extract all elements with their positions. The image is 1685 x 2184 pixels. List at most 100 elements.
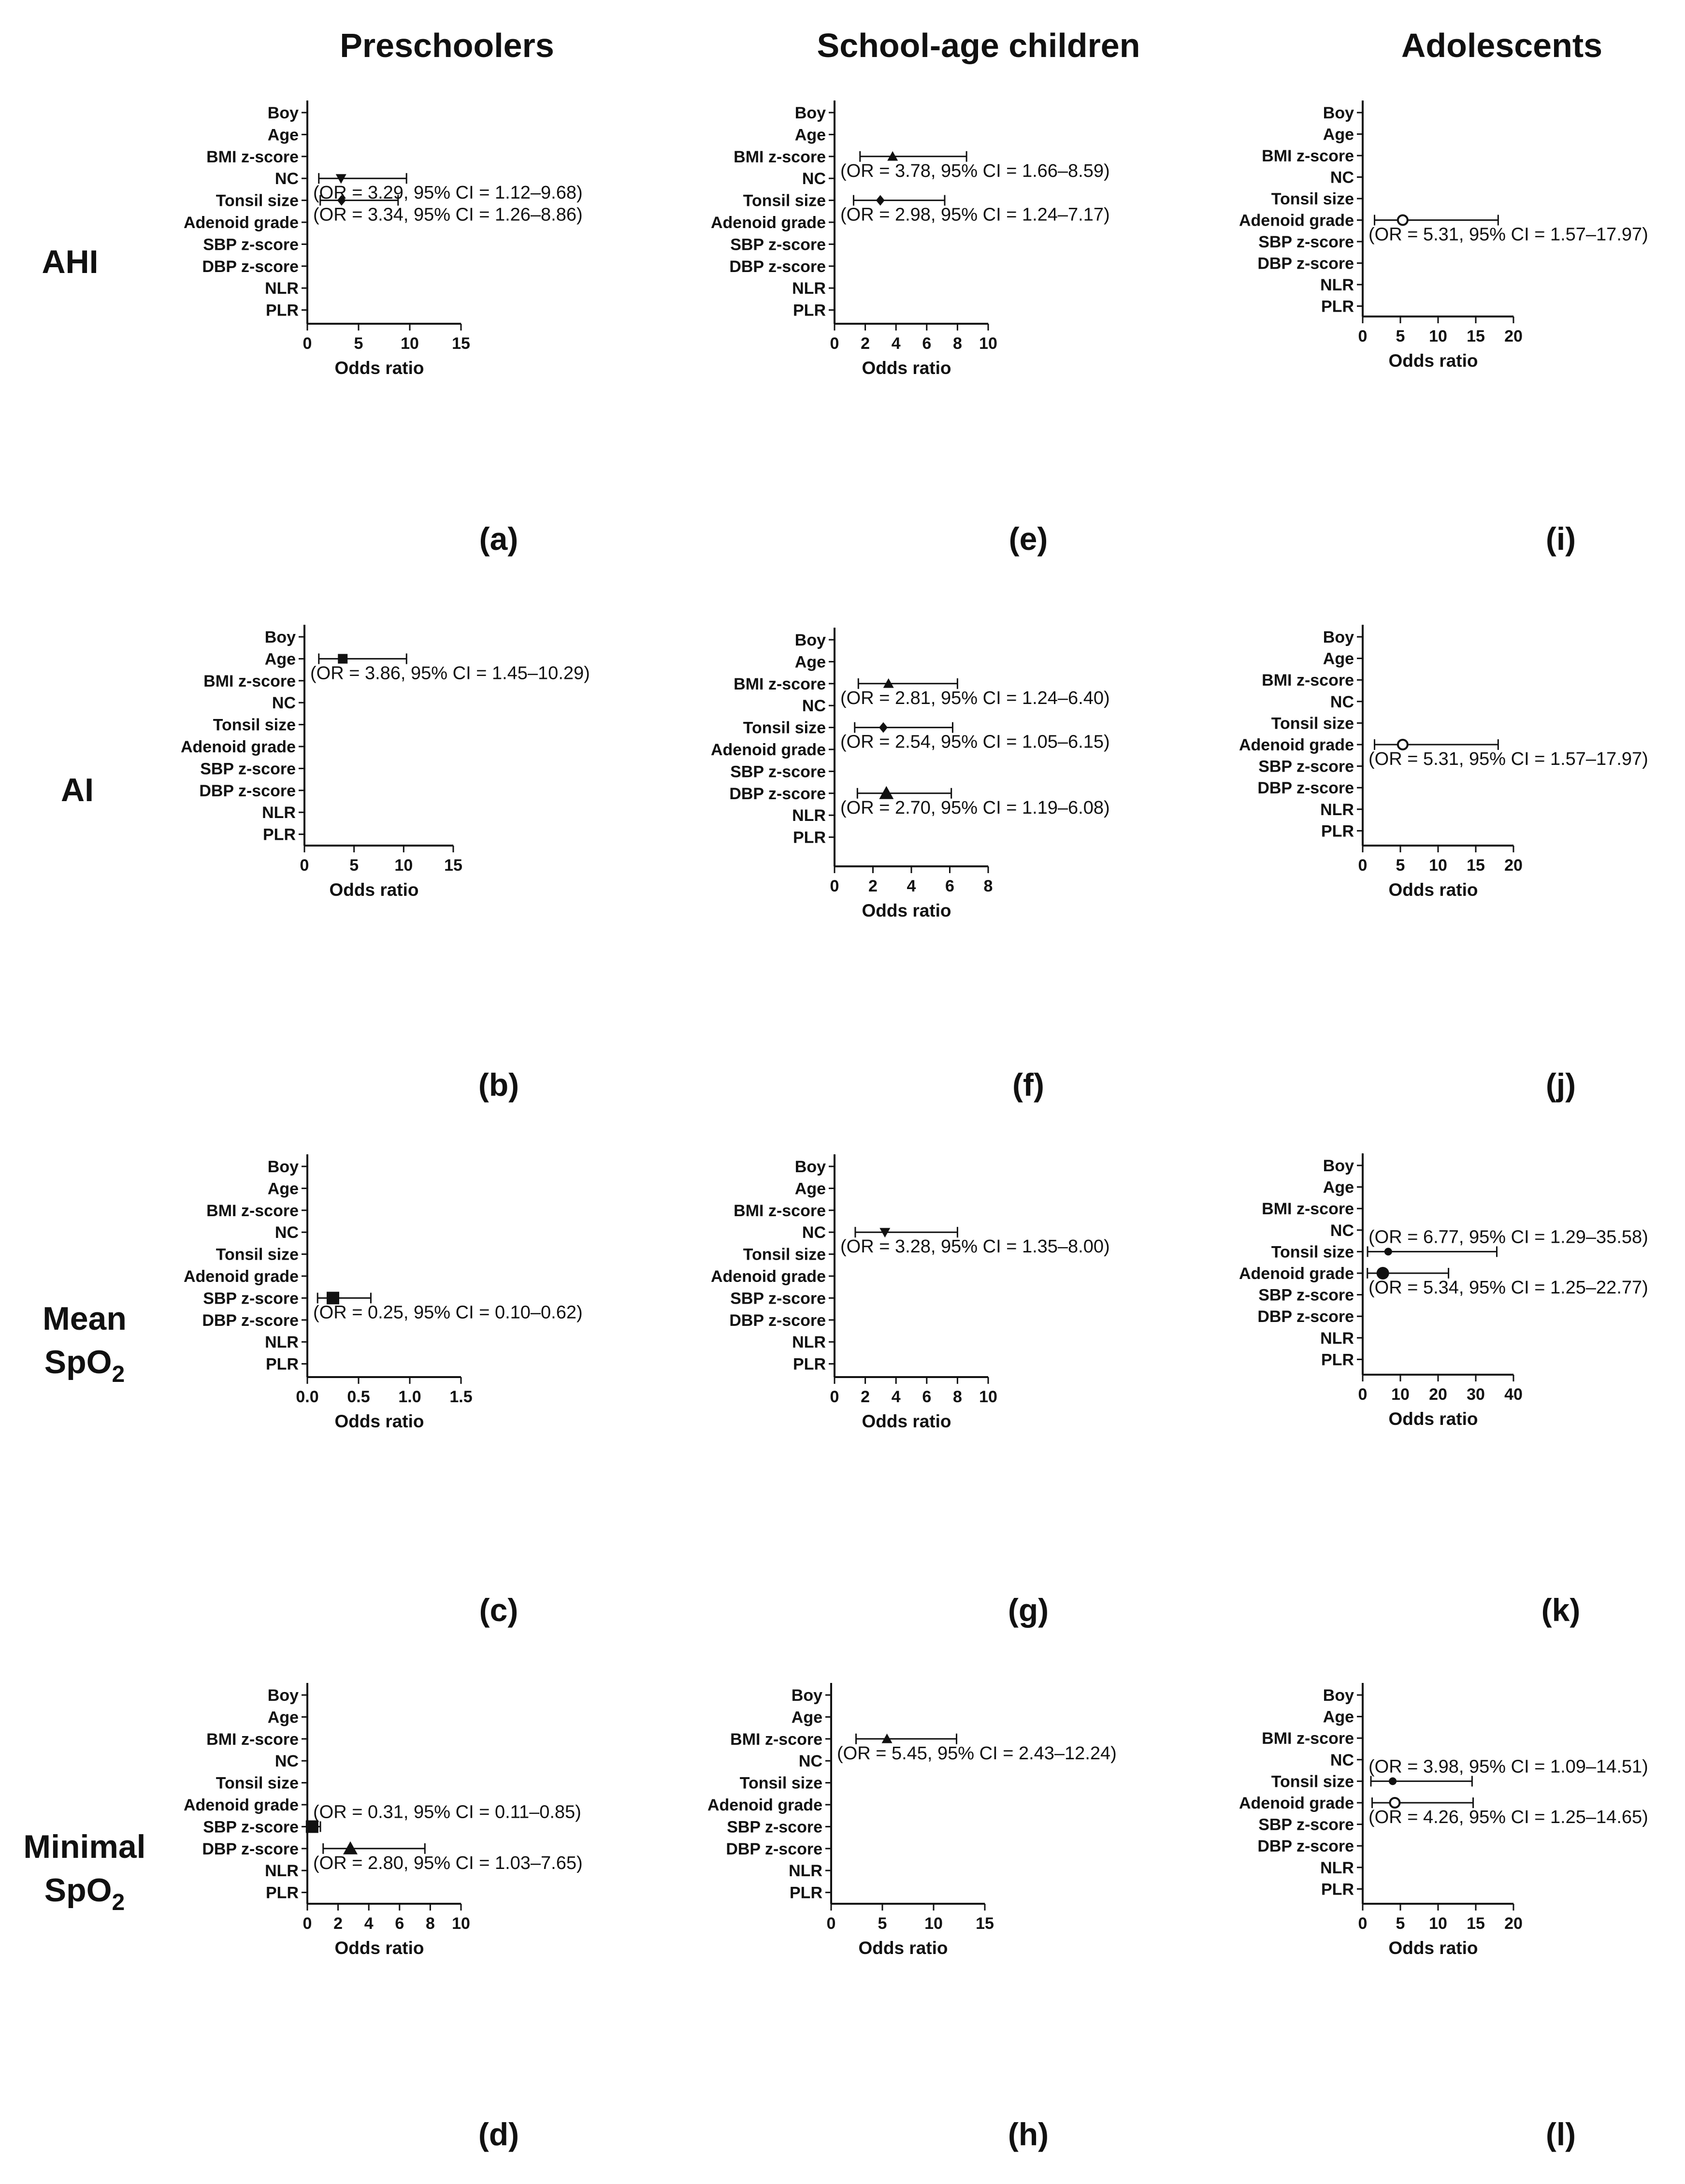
category-label: Tonsil size bbox=[213, 716, 296, 734]
x-tick-label: 0 bbox=[1358, 327, 1368, 345]
category-label: Age bbox=[795, 653, 826, 671]
or-annotation: (OR = 3.98, 95% CI = 1.09–14.51) bbox=[1368, 1756, 1648, 1777]
x-tick-label: 0 bbox=[300, 856, 309, 875]
category-label: DBP z-score bbox=[202, 1311, 299, 1330]
category-label: Adenoid grade bbox=[181, 738, 296, 756]
x-axis-title: Odds ratio bbox=[1388, 880, 1478, 900]
column-title-school-age: School-age children bbox=[817, 27, 1140, 64]
x-tick-label: 10 bbox=[979, 334, 997, 353]
or-marker bbox=[343, 1841, 358, 1854]
panel-label: (c) bbox=[479, 1592, 518, 1628]
x-tick-label: 15 bbox=[1467, 327, 1485, 345]
category-label: NC bbox=[802, 1223, 826, 1242]
category-label: BMI z-score bbox=[1262, 1200, 1354, 1218]
or-annotation: (OR = 3.34, 95% CI = 1.26–8.86) bbox=[313, 205, 583, 225]
panel-label: (h) bbox=[1008, 2116, 1049, 2152]
x-axis-title: Odds ratio bbox=[858, 1938, 948, 1958]
or-marker bbox=[1376, 1267, 1389, 1279]
x-axis-title: Odds ratio bbox=[862, 358, 951, 378]
x-tick-label: 30 bbox=[1467, 1385, 1485, 1404]
row-title-ai: AI bbox=[61, 772, 94, 808]
or-annotation: (OR = 2.70, 95% CI = 1.19–6.08) bbox=[840, 798, 1110, 818]
category-label: Tonsil size bbox=[743, 192, 826, 210]
x-tick-label: 20 bbox=[1504, 1914, 1523, 1933]
x-tick-label: 2 bbox=[861, 334, 870, 353]
category-label: NC bbox=[1330, 693, 1354, 711]
category-label: Age bbox=[795, 1179, 826, 1198]
or-marker bbox=[1389, 1797, 1401, 1809]
category-label: SBP z-score bbox=[1258, 758, 1354, 776]
category-label: PLR bbox=[1321, 1351, 1354, 1369]
or-annotation: (OR = 2.98, 95% CI = 1.24–7.17) bbox=[840, 205, 1110, 225]
category-label: Boy bbox=[1323, 104, 1354, 122]
x-tick-label: 6 bbox=[922, 334, 931, 353]
category-label: Age bbox=[268, 1179, 299, 1198]
x-axis-title: Odds ratio bbox=[334, 1411, 424, 1431]
x-tick-label: 0.0 bbox=[296, 1388, 318, 1406]
category-label: Adenoid grade bbox=[1239, 1794, 1354, 1812]
column-title-preschoolers: Preschoolers bbox=[340, 27, 554, 64]
category-label: Adenoid grade bbox=[1239, 212, 1354, 230]
or-marker bbox=[879, 1228, 891, 1238]
category-label: NC bbox=[272, 694, 296, 712]
category-label: SBP z-score bbox=[203, 1818, 299, 1836]
category-label: NLR bbox=[792, 1333, 826, 1351]
category-label: Adenoid grade bbox=[711, 741, 826, 759]
category-label: Boy bbox=[1323, 628, 1354, 647]
panel-label: (j) bbox=[1546, 1067, 1576, 1103]
x-axis-title: Odds ratio bbox=[1388, 351, 1478, 371]
category-label: DBP z-score bbox=[202, 258, 299, 276]
category-label: Tonsil size bbox=[740, 1774, 822, 1793]
category-label: Boy bbox=[268, 1686, 299, 1705]
category-label: Age bbox=[268, 126, 299, 144]
or-marker bbox=[883, 678, 894, 688]
or-annotation: (OR = 5.45, 95% CI = 2.43–12.24) bbox=[837, 1743, 1117, 1764]
category-label: NLR bbox=[789, 1862, 822, 1880]
panel-label: (b) bbox=[478, 1067, 519, 1103]
category-label: PLR bbox=[793, 302, 826, 320]
x-tick-label: 0 bbox=[827, 1914, 836, 1933]
category-label: Age bbox=[1323, 1178, 1354, 1197]
category-label: BMI z-score bbox=[734, 148, 826, 166]
x-tick-label: 10 bbox=[1429, 1914, 1447, 1933]
category-label: Boy bbox=[265, 628, 296, 647]
category-label: NLR bbox=[265, 1333, 299, 1351]
category-label: SBP z-score bbox=[200, 760, 296, 778]
or-annotation: (OR = 6.77, 95% CI = 1.29–35.58) bbox=[1368, 1227, 1648, 1247]
category-label: SBP z-score bbox=[1258, 233, 1354, 251]
panel-label: (e) bbox=[1009, 521, 1048, 557]
x-tick-label: 8 bbox=[984, 877, 993, 895]
x-tick-label: 5 bbox=[354, 334, 363, 353]
category-label: Adenoid grade bbox=[1239, 736, 1354, 754]
row-title-ahi: AHI bbox=[42, 244, 98, 280]
category-label: NC bbox=[802, 697, 826, 715]
category-label: BMI z-score bbox=[1262, 671, 1354, 690]
category-label: PLR bbox=[793, 1355, 826, 1374]
category-label: NC bbox=[1330, 1221, 1354, 1240]
category-label: NLR bbox=[1320, 801, 1354, 819]
category-label: BMI z-score bbox=[206, 1202, 299, 1220]
category-label: Age bbox=[1323, 126, 1354, 144]
row-title-minimal-spo2-line2: SpO2 bbox=[44, 1872, 125, 1915]
category-label: PLR bbox=[266, 302, 299, 320]
category-label: PLR bbox=[1321, 298, 1354, 316]
x-tick-label: 0 bbox=[1358, 1914, 1368, 1933]
x-axis-title: Odds ratio bbox=[1388, 1938, 1478, 1958]
category-label: BMI z-score bbox=[730, 1730, 822, 1749]
x-tick-label: 8 bbox=[426, 1914, 435, 1933]
or-marker bbox=[337, 195, 346, 206]
category-label: NC bbox=[275, 170, 299, 188]
category-label: DBP z-score bbox=[199, 782, 296, 800]
x-tick-label: 15 bbox=[444, 856, 462, 875]
x-tick-label: 20 bbox=[1429, 1385, 1447, 1404]
x-tick-label: 0 bbox=[303, 1914, 312, 1933]
or-annotation: (OR = 5.31, 95% CI = 1.57–17.97) bbox=[1368, 225, 1648, 245]
category-label: Adenoid grade bbox=[184, 1796, 299, 1814]
category-label: NC bbox=[275, 1223, 299, 1242]
category-label: PLR bbox=[263, 826, 296, 844]
